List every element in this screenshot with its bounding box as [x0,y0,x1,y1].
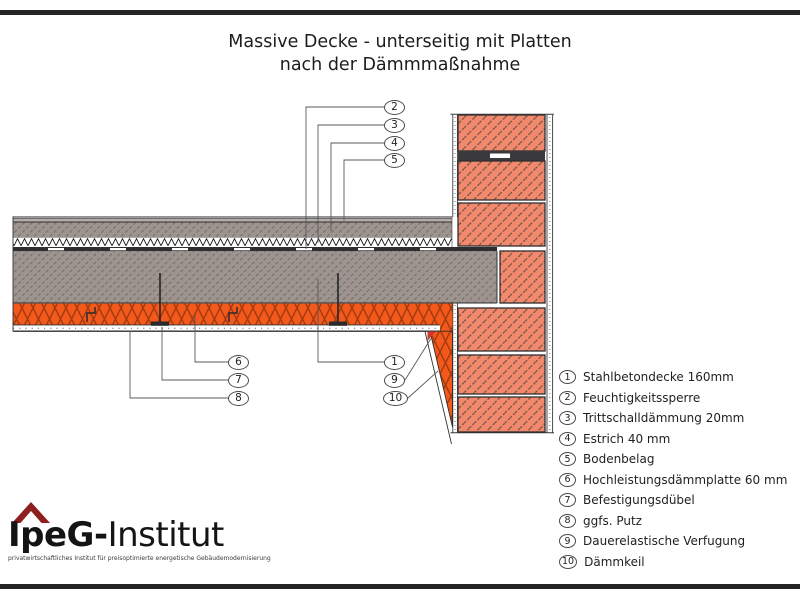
legend-item-6: 6 Hochleistungsdämmplatte 60 mm [559,470,787,491]
logo-tagline: privatwirtschaftliches Institut für prei… [8,555,271,562]
legend-num-1: 1 [559,370,576,385]
legend-item-1: 1 Stahlbetondecke 160mm [559,367,787,388]
logo-brand: IpeG-Institut [8,516,248,554]
legend-item-3: 3 Trittschalldämmung 20mm [559,408,787,429]
legend-label-5: Bodenbelag [583,452,655,467]
callout-10: 10 [383,390,408,406]
legend-item-10: 10 Dämmkeil [559,552,787,573]
legend-label-8: ggfs. Putz [583,513,642,528]
legend-label-1: Stahlbetondecke 160mm [583,370,734,385]
roof-icon [12,502,50,523]
legend-label-7: Befestigungsdübel [583,493,695,508]
leader-lines [129,106,439,399]
callout-8-num: 8 [235,392,242,404]
callout-1-num: 1 [391,356,398,368]
page-title: Massive Decke - unterseitig mit Platten … [0,31,800,76]
sheet-top-border [0,10,800,15]
logo-brand-bold: IpeG- [8,515,108,555]
callout-2: 2 [384,99,405,115]
legend-label-10: Dämmkeil [584,554,645,569]
legend-num-10: 10 [559,554,578,569]
callout-10-num: 10 [388,392,403,404]
sheet-bottom-border [0,584,800,589]
callout-2-num: 2 [391,101,398,113]
legend-label-3: Trittschalldämmung 20mm [583,411,745,426]
callout-5-num: 5 [391,154,398,166]
page-title-line2: nach der Dämmmaßnahme [279,54,521,75]
legend-num-7: 7 [559,493,576,508]
legend-label-4: Estrich 40 mm [583,431,671,446]
callout-1: 1 [384,354,405,370]
callout-5: 5 [384,152,405,168]
legend-item-7: 7 Befestigungsdübel [559,490,787,511]
callout-9-num: 9 [391,374,398,386]
legend-num-9: 9 [559,534,576,549]
callout-6: 6 [228,354,249,370]
legend-item-4: 4 Estrich 40 mm [559,429,787,450]
callout-7-num: 7 [235,374,242,386]
ipeg-logo: IpeG-Institut privatwirtschaftliches Ins… [8,497,271,562]
legend-num-5: 5 [559,452,576,467]
masonry-wall [450,113,554,434]
legend-label-9: Dauerelastische Verfugung [583,534,746,549]
floor-assembly [12,216,498,445]
callout-4-num: 4 [391,137,398,149]
callout-9: 9 [384,372,405,388]
legend-item-5: 5 Bodenbelag [559,449,787,470]
legend-num-2: 2 [559,390,576,405]
legend: 1 Stahlbetondecke 160mm 2 Feuchtigkeitsspe… [559,367,787,572]
legend-label-6: Hochleistungsdämmplatte 60 mm [583,472,788,487]
legend-item-9: 9 Dauerelastische Verfugung [559,531,787,552]
legend-num-4: 4 [559,431,576,446]
legend-num-3: 3 [559,411,576,426]
callout-3-num: 3 [391,119,398,131]
legend-item-8: 8 ggfs. Putz [559,511,787,532]
callout-3: 3 [384,117,405,133]
legend-label-2: Feuchtigkeitssperre [583,390,701,405]
callout-7: 7 [228,372,249,388]
legend-num-6: 6 [559,472,576,487]
logo-brand-rest: Institut [107,515,225,555]
page-title-line1: Massive Decke - unterseitig mit Platten [228,32,572,52]
callout-4: 4 [384,135,405,151]
legend-num-8: 8 [559,513,576,528]
callout-6-num: 6 [235,356,242,368]
callout-8: 8 [228,390,249,406]
legend-item-2: 2 Feuchtigkeitssperre [559,388,787,409]
